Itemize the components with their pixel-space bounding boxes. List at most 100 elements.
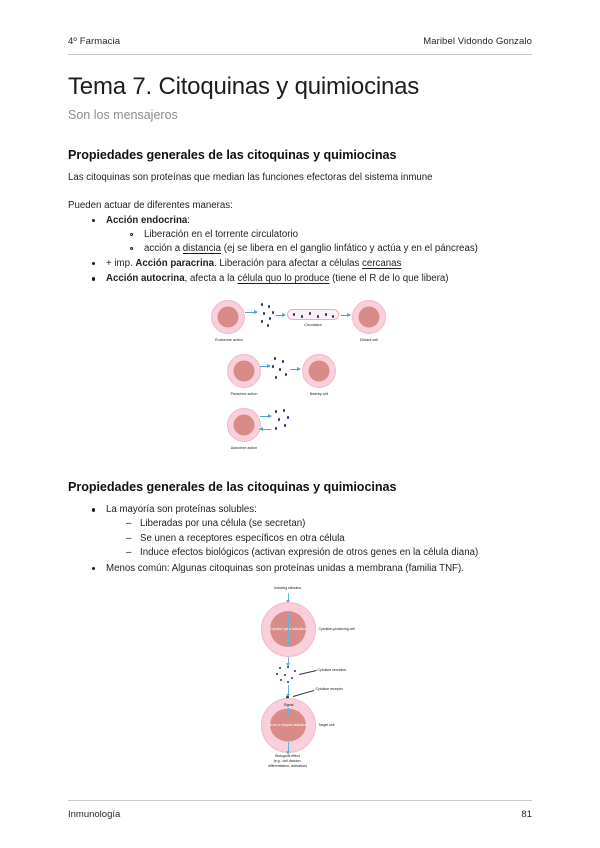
dash-item-liberadas: – Liberadas por una célula (se secretan): [106, 517, 532, 531]
cytokine-dots: [259, 303, 275, 327]
dash-item-receptores: – Se unen a receptores específicos en ot…: [106, 532, 532, 546]
header-row: 4º Farmacia Maribel Vidondo Gonzalo: [68, 36, 532, 47]
paracrina-underlined: cercanas: [362, 258, 402, 270]
signal-arrow: [285, 707, 290, 717]
label-biological-effect-1: Biological effect: [275, 753, 300, 758]
dash-item-liberadas-text: Liberadas por una célula (se secretan): [140, 518, 306, 530]
to-nearby-cell-arrow: [290, 367, 301, 372]
dash-item-receptores-text: Se unen a receptores específicos en otra…: [140, 532, 345, 544]
dash-item-efectos: – Induce efectos biológicos (activan exp…: [106, 546, 532, 560]
footer-row: Inmunología 81: [68, 809, 532, 820]
label-signal: Signal: [283, 702, 294, 707]
cytokine-dot: [275, 410, 278, 413]
cytokine-dot: [261, 303, 264, 306]
mayoria-solubles-text: La mayoría son proteínas solubles:: [106, 504, 257, 516]
label-circulation: Circulation: [304, 323, 322, 328]
cytokine-dot: [283, 673, 286, 676]
cytokine-receptor-icon: [286, 695, 289, 699]
cell-nucleus: [217, 306, 239, 328]
endocrina-rest: :: [187, 215, 190, 227]
header-right-text: Maribel Vidondo Gonzalo: [423, 36, 532, 47]
soluble-protein-list: La mayoría son proteínas solubles: – Lib…: [68, 503, 532, 575]
label-cytokine-receptor: Cytokine receptor: [315, 686, 343, 691]
label-inducing-stimulus: Inducing stimulus: [273, 585, 302, 590]
page-number: 81: [521, 809, 532, 820]
cytokine-dot: [275, 672, 278, 675]
list-item-paracrina: + imp. Acción paracrina. Liberación para…: [68, 257, 532, 271]
cytokine-dot: [287, 416, 290, 419]
cytokine-dot: [263, 312, 266, 315]
cytokine-dot: [269, 317, 272, 320]
cytokine-dot: [285, 373, 288, 376]
secretion-leader-line: [298, 669, 317, 675]
label-paracrine-action: Paracrine action: [230, 392, 258, 397]
label-gene-enzyme-activation: Gene or enzyme activation: [268, 723, 308, 728]
autocrine-out-arrow: [260, 414, 272, 419]
bullet-icon: [92, 219, 96, 223]
label-target-cell: Target cell: [318, 722, 335, 727]
label-nearby-cell: Nearby cell: [309, 392, 329, 397]
list-item-menos-comun: Menos común: Algunas citoquinas son prot…: [68, 562, 532, 576]
autocrina-mid: , afecta a la: [184, 273, 238, 285]
cytokine-dot: [309, 312, 312, 315]
cell-nucleus: [233, 360, 255, 382]
paracrina-label: Acción paracrina: [135, 258, 214, 270]
figure-cytokine-signaling: Inducing stimulus Cytokine gene activati…: [213, 585, 388, 768]
cytokine-dot: [272, 311, 275, 314]
dash-icon: –: [126, 518, 132, 530]
label-biological-effect-3: differentiation, activation): [268, 763, 307, 768]
label-biological-effect-2: (e.g., cell division,: [273, 758, 302, 763]
page-title: Tema 7. Citoquinas y quimiocinas: [68, 73, 420, 100]
cytokine-dot: [278, 666, 281, 669]
list-item-mayoria-solubles: La mayoría son proteínas solubles: – Lib…: [68, 503, 532, 559]
page-subtitle: Son los mensajeros: [68, 108, 178, 122]
autocrine-back-arrow: [259, 427, 271, 432]
footer-divider: [68, 800, 532, 801]
cytokine-dot: [283, 409, 286, 412]
autocrina-end: (tiene el R de lo que libera): [329, 273, 449, 285]
cytokine-dot: [290, 676, 293, 679]
bullet-icon: [92, 277, 96, 281]
cytokine-dot: [274, 357, 277, 360]
paracrine-secretion-arrow: [260, 364, 271, 369]
cytokine-dot: [293, 669, 296, 672]
cytokine-dot: [286, 665, 289, 668]
cytokine-dot: [325, 313, 328, 316]
section-heading-1: Propiedades generales de las citoquinas …: [68, 148, 397, 162]
page-header: 4º Farmacia Maribel Vidondo Gonzalo: [68, 36, 532, 55]
distancia-underlined: distancia: [182, 243, 222, 255]
list-item-liberacion: Liberación en el torrente circulatorio: [106, 228, 532, 242]
cytokine-dot: [279, 678, 282, 681]
cytokine-dot: [278, 418, 281, 421]
circulation-vessel: [287, 309, 339, 321]
cytokine-dot: [275, 427, 278, 430]
soluble-dash-list: – Liberadas por una célula (se secretan)…: [106, 517, 532, 559]
autocrina-label: Acción autocrina: [106, 273, 185, 285]
cytokine-dot: [268, 305, 271, 308]
bullet-icon: [92, 566, 96, 570]
circle-bullet-icon: [130, 232, 133, 236]
to-distant-cell-arrow: [341, 313, 351, 318]
list-item-endocrina: Acción endocrina: Liberación en el torre…: [68, 214, 532, 256]
label-cytokine-secretion: Cytokine secretion: [317, 667, 347, 672]
section-1-lead: Pueden actuar de diferentes maneras:: [68, 200, 233, 212]
receptor-binding-arrow: [285, 684, 290, 698]
section-1-paragraph: Las citoquinas son proteínas que median …: [68, 172, 433, 183]
cell-nucleus: [233, 414, 255, 436]
label-cytokine-producing-cell: Cytokine-producing cell: [318, 626, 355, 631]
endocrina-label: Acción endocrina: [106, 215, 188, 227]
cytokine-dot: [275, 376, 278, 379]
list-item-autocrina: Acción autocrina, afecta a la célula quo…: [68, 272, 532, 286]
cytokine-dot: [332, 315, 335, 318]
menos-comun-text: Menos común: Algunas citoquinas son prot…: [106, 562, 464, 574]
cytokine-dot: [267, 324, 270, 327]
page-footer: Inmunología 81: [68, 800, 532, 820]
paracrina-mid: . Liberación para afectar a células: [213, 258, 363, 270]
dash-icon: –: [126, 546, 132, 558]
liberacion-text: Liberación en el torrente circulatorio: [144, 229, 299, 241]
cytokine-dots: [271, 357, 289, 383]
cytokine-dot: [261, 320, 264, 323]
distancia-text-a: acción a: [144, 243, 183, 255]
cell-nucleus: [358, 306, 380, 328]
